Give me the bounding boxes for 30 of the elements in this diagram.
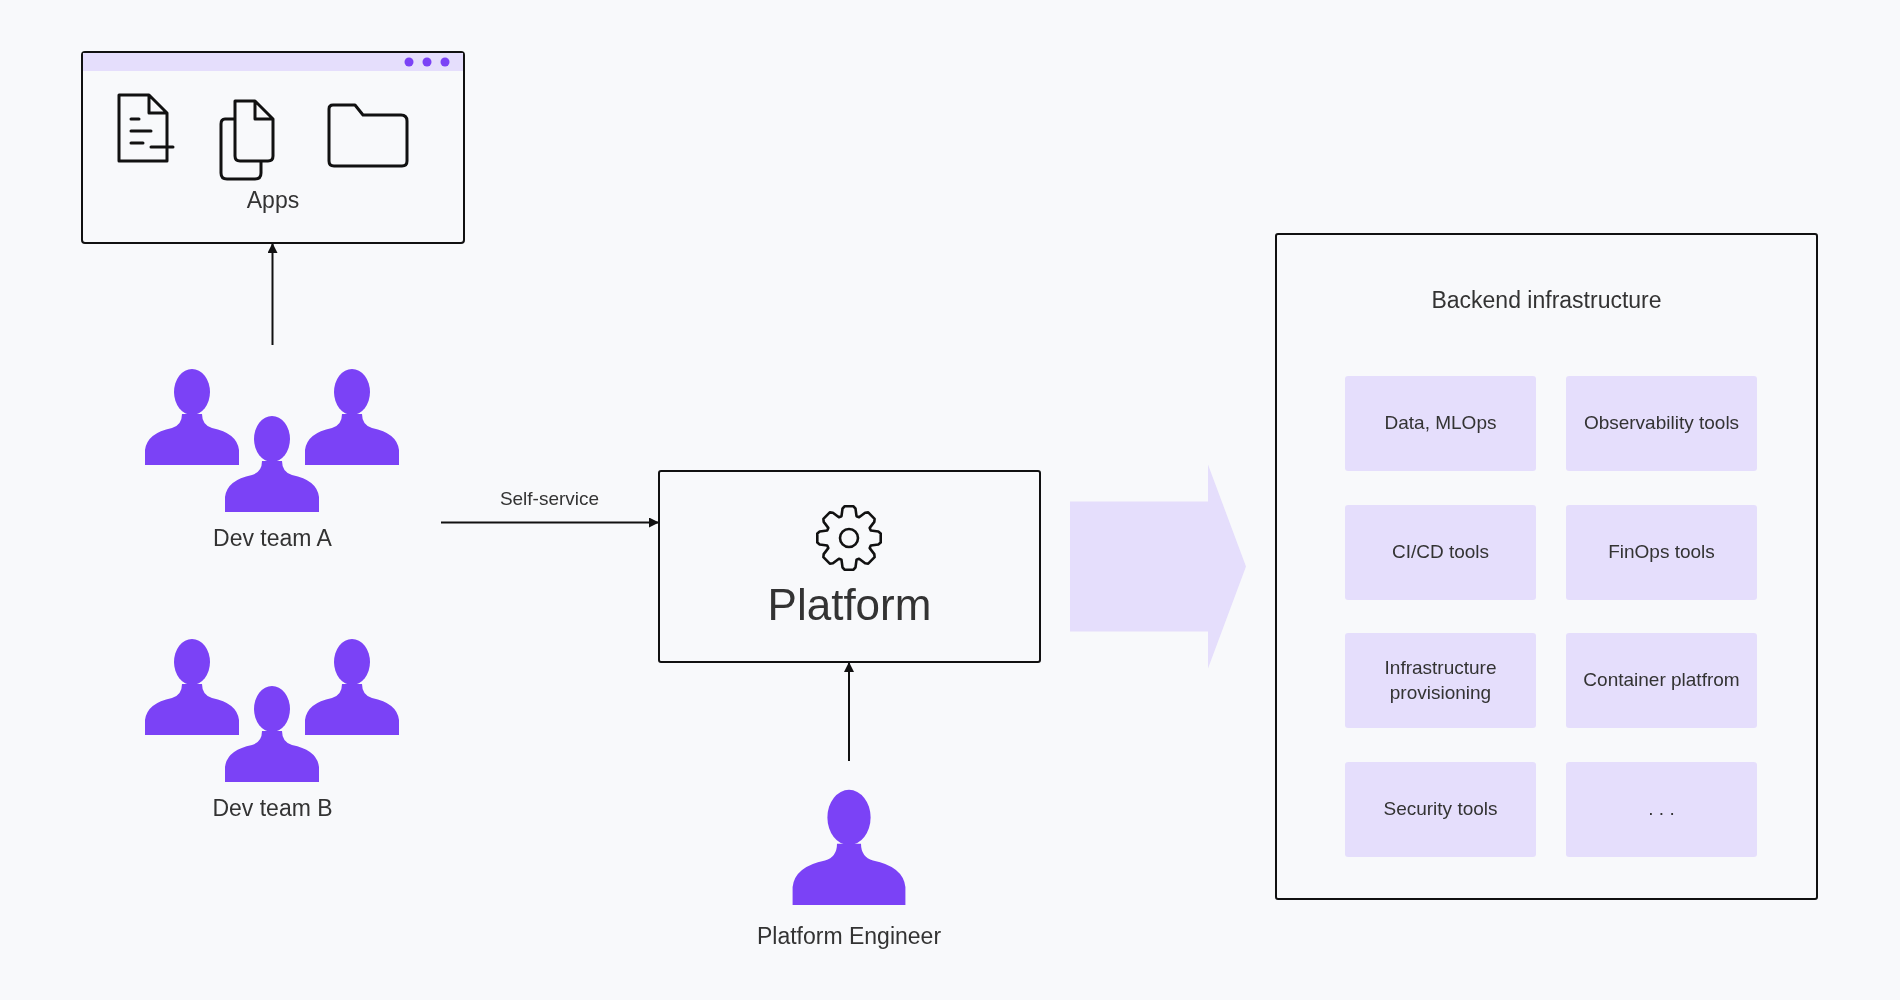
tool-card	[1345, 762, 1536, 857]
team-label: Dev team B	[211, 795, 334, 822]
tool-card	[1566, 762, 1757, 857]
platform-title: Platform	[766, 580, 933, 630]
panel-title: Backend infrastructure	[1430, 287, 1663, 314]
block-arrow	[1070, 464, 1246, 669]
arrow	[440, 517, 659, 528]
edge-label: Self-service	[499, 487, 600, 510]
tool-name: FinOps tools	[1608, 540, 1715, 565]
platform-box	[658, 470, 1041, 663]
tool-name: Infrastructure provisioning	[1383, 655, 1498, 705]
tool-name: CI/CD tools	[1391, 540, 1490, 565]
tool-name: Container platfrom	[1583, 668, 1740, 693]
person-label: Platform Engineer	[755, 923, 943, 950]
tool-card	[1566, 505, 1757, 600]
infrastructure-panel	[1275, 233, 1818, 900]
tool-card	[1345, 376, 1536, 471]
app-label: Apps	[245, 187, 301, 214]
tool-card	[1566, 633, 1757, 728]
arrow	[844, 662, 854, 762]
tool-name: Observability tools	[1583, 411, 1740, 436]
tool-name: Data, MLOps	[1384, 411, 1497, 436]
team-label: Dev team A	[212, 525, 333, 552]
tool-card	[1345, 505, 1536, 600]
tool-name: . . .	[1648, 797, 1675, 822]
app-window	[81, 51, 465, 244]
tool-card	[1345, 633, 1536, 728]
tool-name: Security tools	[1383, 797, 1498, 822]
arrow	[267, 243, 278, 346]
tool-card	[1566, 376, 1757, 471]
